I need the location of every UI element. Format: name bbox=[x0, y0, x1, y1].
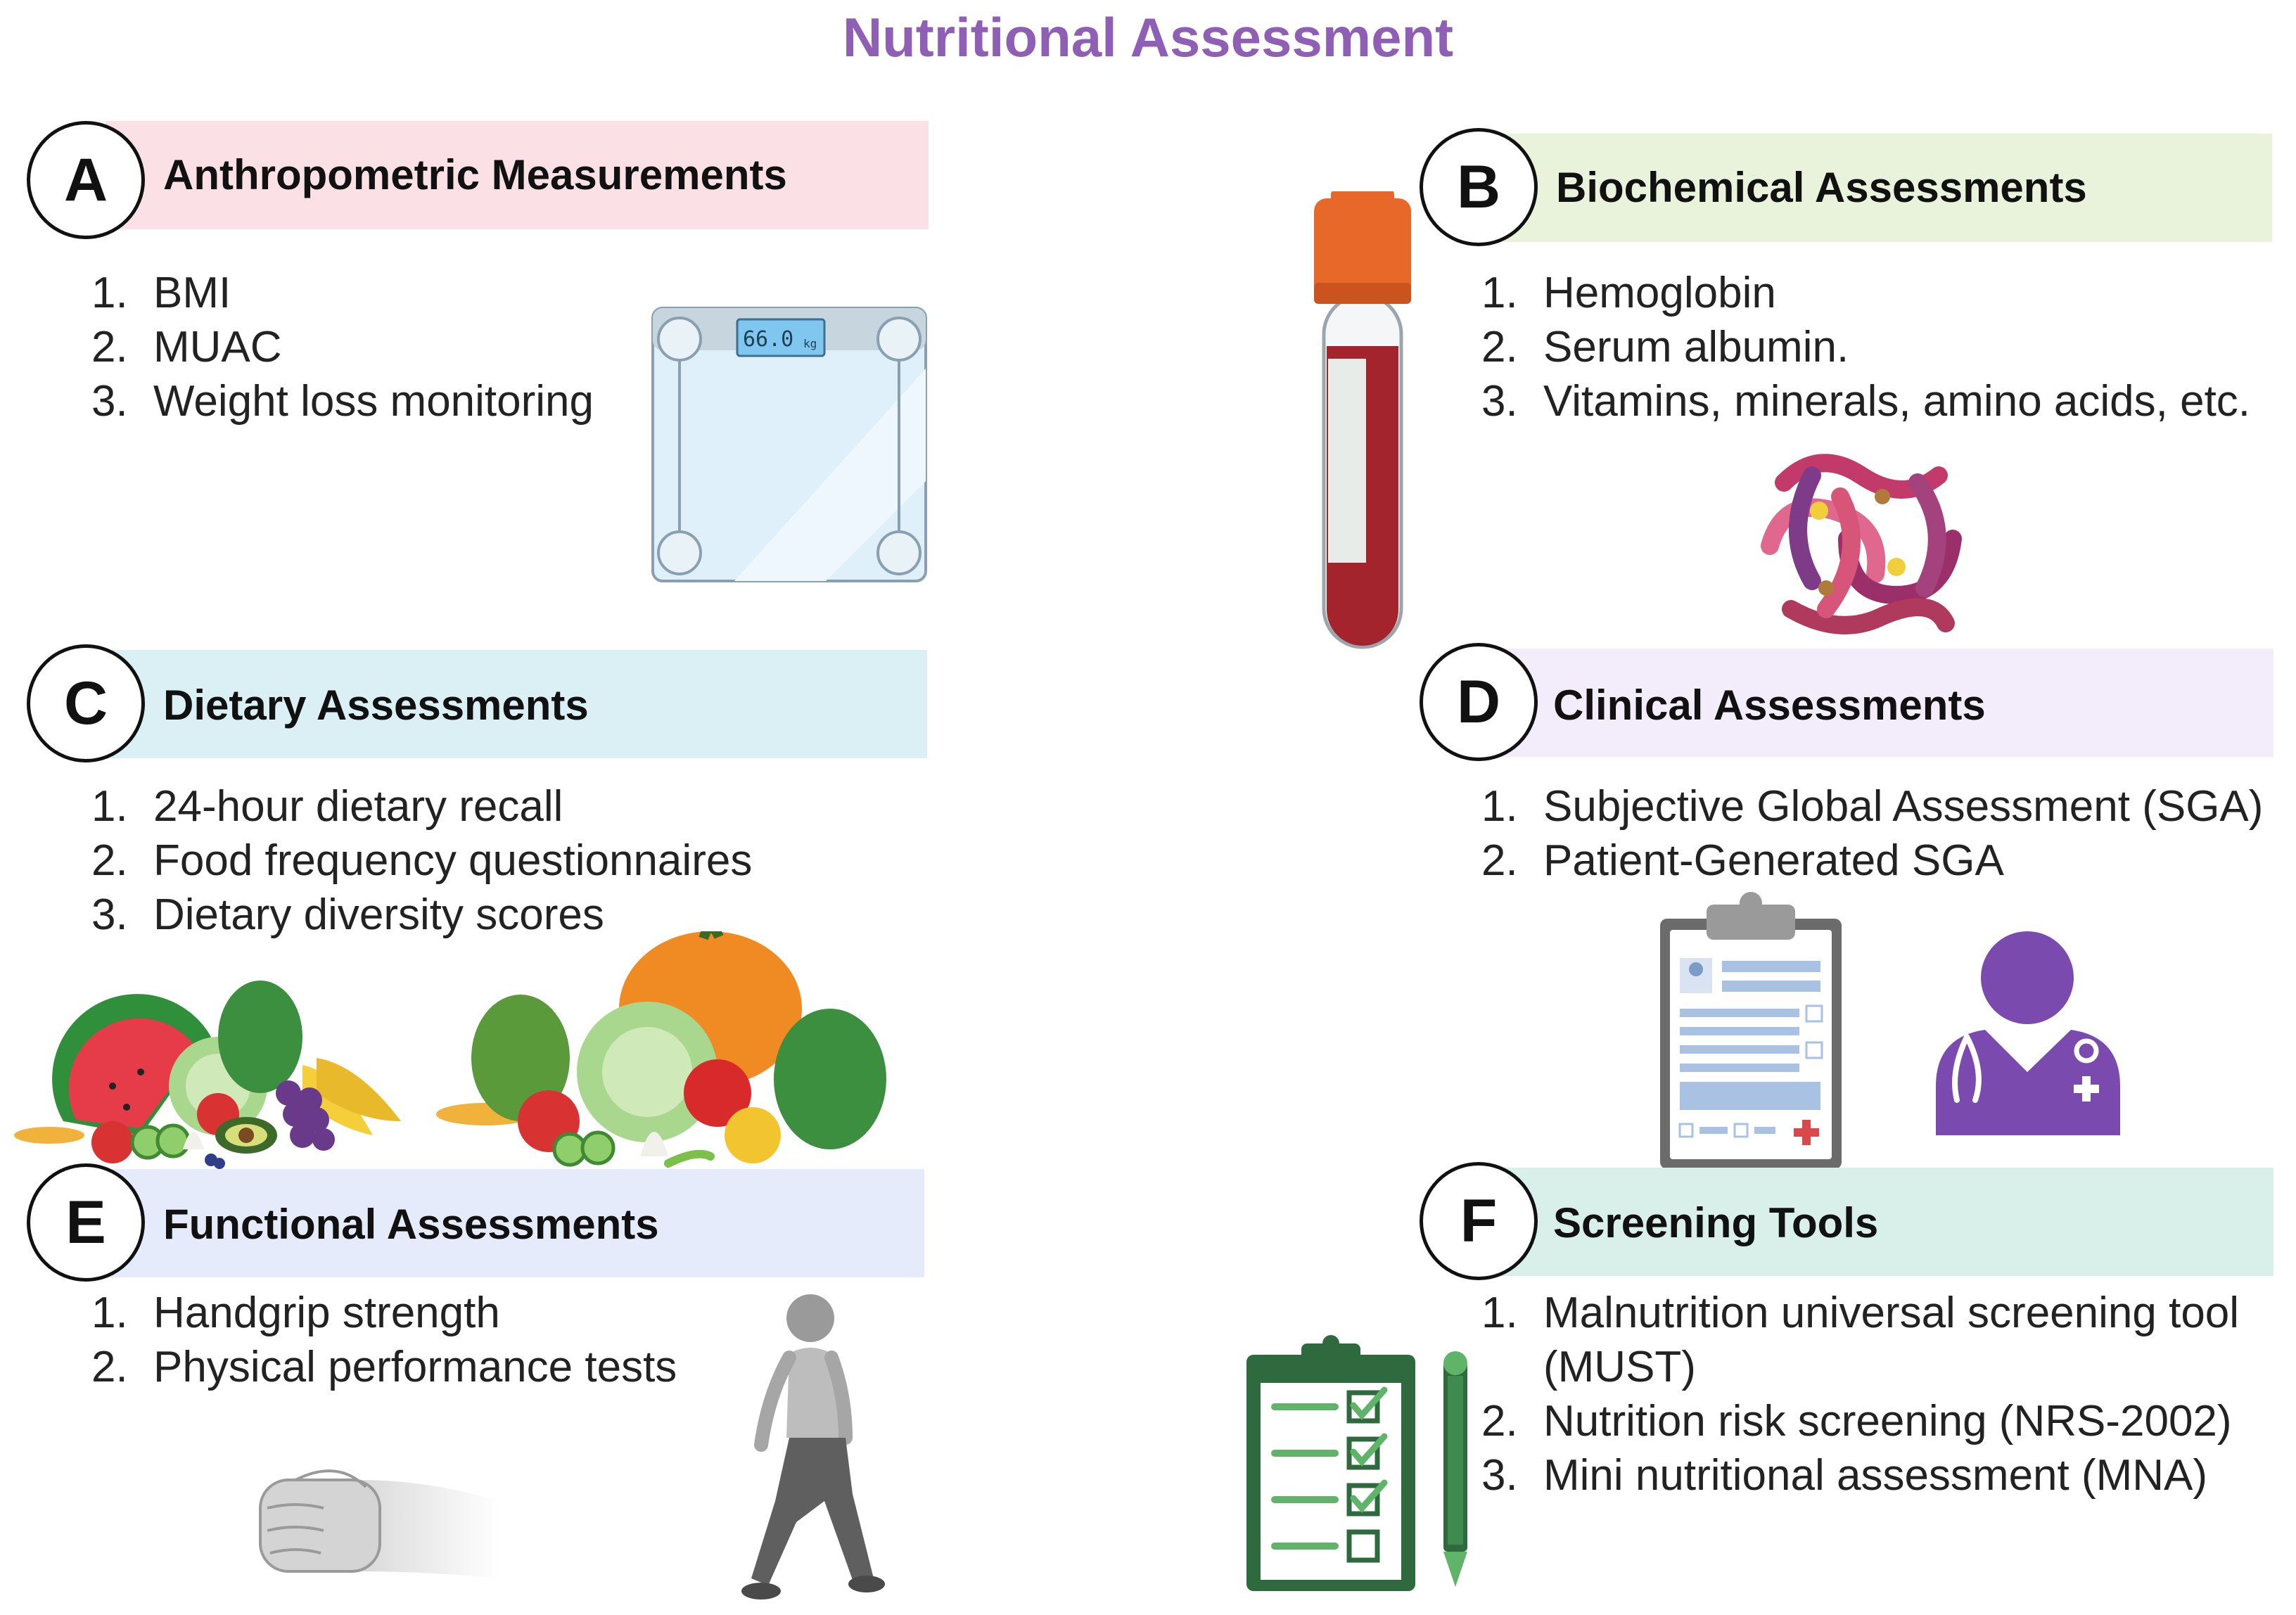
section-b-heading: Biochemical Assessments bbox=[1556, 164, 2087, 211]
scale-unit: kg bbox=[803, 337, 817, 350]
section-a-band bbox=[106, 121, 929, 229]
list-item: 1.Handgrip strength bbox=[91, 1289, 500, 1337]
section-f-heading: Screening Tools bbox=[1553, 1199, 1879, 1246]
section-b-list: 1.Hemoglobin 2.Serum albumin. 3.Vitamins… bbox=[1481, 266, 2250, 428]
section-b-band bbox=[1498, 134, 2272, 242]
list-item: 2.Patient-Generated SGA bbox=[1481, 836, 2004, 885]
section-c-badge: C bbox=[27, 644, 145, 762]
section-d-list: 1.Subjective Global Assessment (SGA) 2.P… bbox=[1481, 779, 2263, 888]
list-item: 1.Hemoglobin bbox=[1481, 269, 1776, 317]
hemoglobin-molecule-icon bbox=[1761, 454, 1962, 634]
list-item: 3.Dietary diversity scores bbox=[91, 891, 604, 939]
doctor-icon bbox=[1936, 931, 2120, 1135]
checklist-clipboard-icon bbox=[1246, 1335, 1467, 1591]
walking-person-icon bbox=[741, 1294, 885, 1600]
list-item: 3.Weight loss monitoring bbox=[91, 377, 594, 426]
section-f-band bbox=[1498, 1168, 2273, 1276]
clipboard-chart-icon bbox=[1660, 892, 1842, 1169]
section-e-band bbox=[106, 1169, 924, 1277]
section-a-list: 1.BMI 2.MUAC 3.Weight loss monitoring bbox=[91, 266, 594, 428]
handgrip-fist-icon bbox=[259, 1469, 499, 1578]
section-b-badge: B bbox=[1420, 128, 1538, 246]
list-item: 2.Food frequency questionnaires bbox=[91, 836, 753, 885]
list-item: 1.BMI bbox=[91, 269, 231, 317]
list-item: 2.Serum albumin. bbox=[1481, 323, 1849, 371]
list-item: 2.Physical performance tests bbox=[91, 1343, 677, 1391]
list-item: 1.24-hour dietary recall bbox=[91, 782, 563, 831]
section-f-badge: F bbox=[1420, 1162, 1538, 1280]
list-item: 2.MUAC bbox=[91, 323, 282, 371]
bathroom-scale-icon: 66.0 kg bbox=[651, 307, 927, 582]
fruits-vegetables-illustration bbox=[14, 931, 886, 1169]
blood-tube-icon bbox=[1314, 191, 1411, 649]
section-d-badge: D bbox=[1420, 643, 1538, 761]
list-item: 1.Malnutrition universal screening tool … bbox=[1481, 1289, 2240, 1391]
section-a-badge: A bbox=[27, 121, 145, 239]
section-c-band bbox=[106, 650, 927, 758]
list-item: 2.Nutrition risk screening (NRS-2002) bbox=[1481, 1397, 2232, 1445]
section-f-list: 1.Malnutrition universal screening tool … bbox=[1481, 1286, 2296, 1502]
section-a-heading: Anthropometric Measurements bbox=[163, 151, 787, 198]
section-d-band bbox=[1498, 649, 2273, 757]
section-c-heading: Dietary Assessments bbox=[163, 682, 589, 729]
list-item: 3.Vitamins, minerals, amino acids, etc. bbox=[1481, 377, 2251, 426]
section-e-heading: Functional Assessments bbox=[163, 1201, 659, 1248]
section-e-list: 1.Handgrip strength 2.Physical performan… bbox=[91, 1286, 677, 1394]
page-title: Nutritional Assessment bbox=[842, 6, 1454, 68]
list-item: 3.Mini nutritional assessment (MNA) bbox=[1481, 1451, 2208, 1500]
list-item: 1.Subjective Global Assessment (SGA) bbox=[1481, 782, 2264, 831]
section-d-heading: Clinical Assessments bbox=[1553, 682, 1986, 729]
section-e-badge: E bbox=[27, 1163, 145, 1282]
section-c-list: 1.24-hour dietary recall 2.Food frequenc… bbox=[91, 779, 752, 942]
scale-reading: 66.0 bbox=[743, 327, 793, 352]
